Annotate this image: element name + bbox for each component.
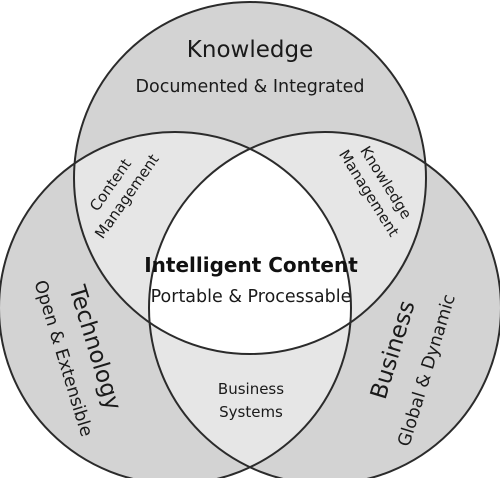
knowledge-subtitle: Documented & Integrated — [136, 77, 365, 97]
center-subtitle: Portable & Processable — [151, 287, 352, 307]
business-systems-line2: Systems — [219, 403, 283, 421]
knowledge-title: Knowledge — [187, 37, 313, 63]
business-circle-outline — [148, 131, 500, 478]
center-title: Intelligent Content — [144, 253, 358, 277]
knowledge-circle-outline — [73, 1, 427, 355]
business-systems-line1: Business — [218, 380, 284, 398]
technology-circle-outline — [0, 131, 352, 478]
center-overlap — [149, 132, 351, 354]
